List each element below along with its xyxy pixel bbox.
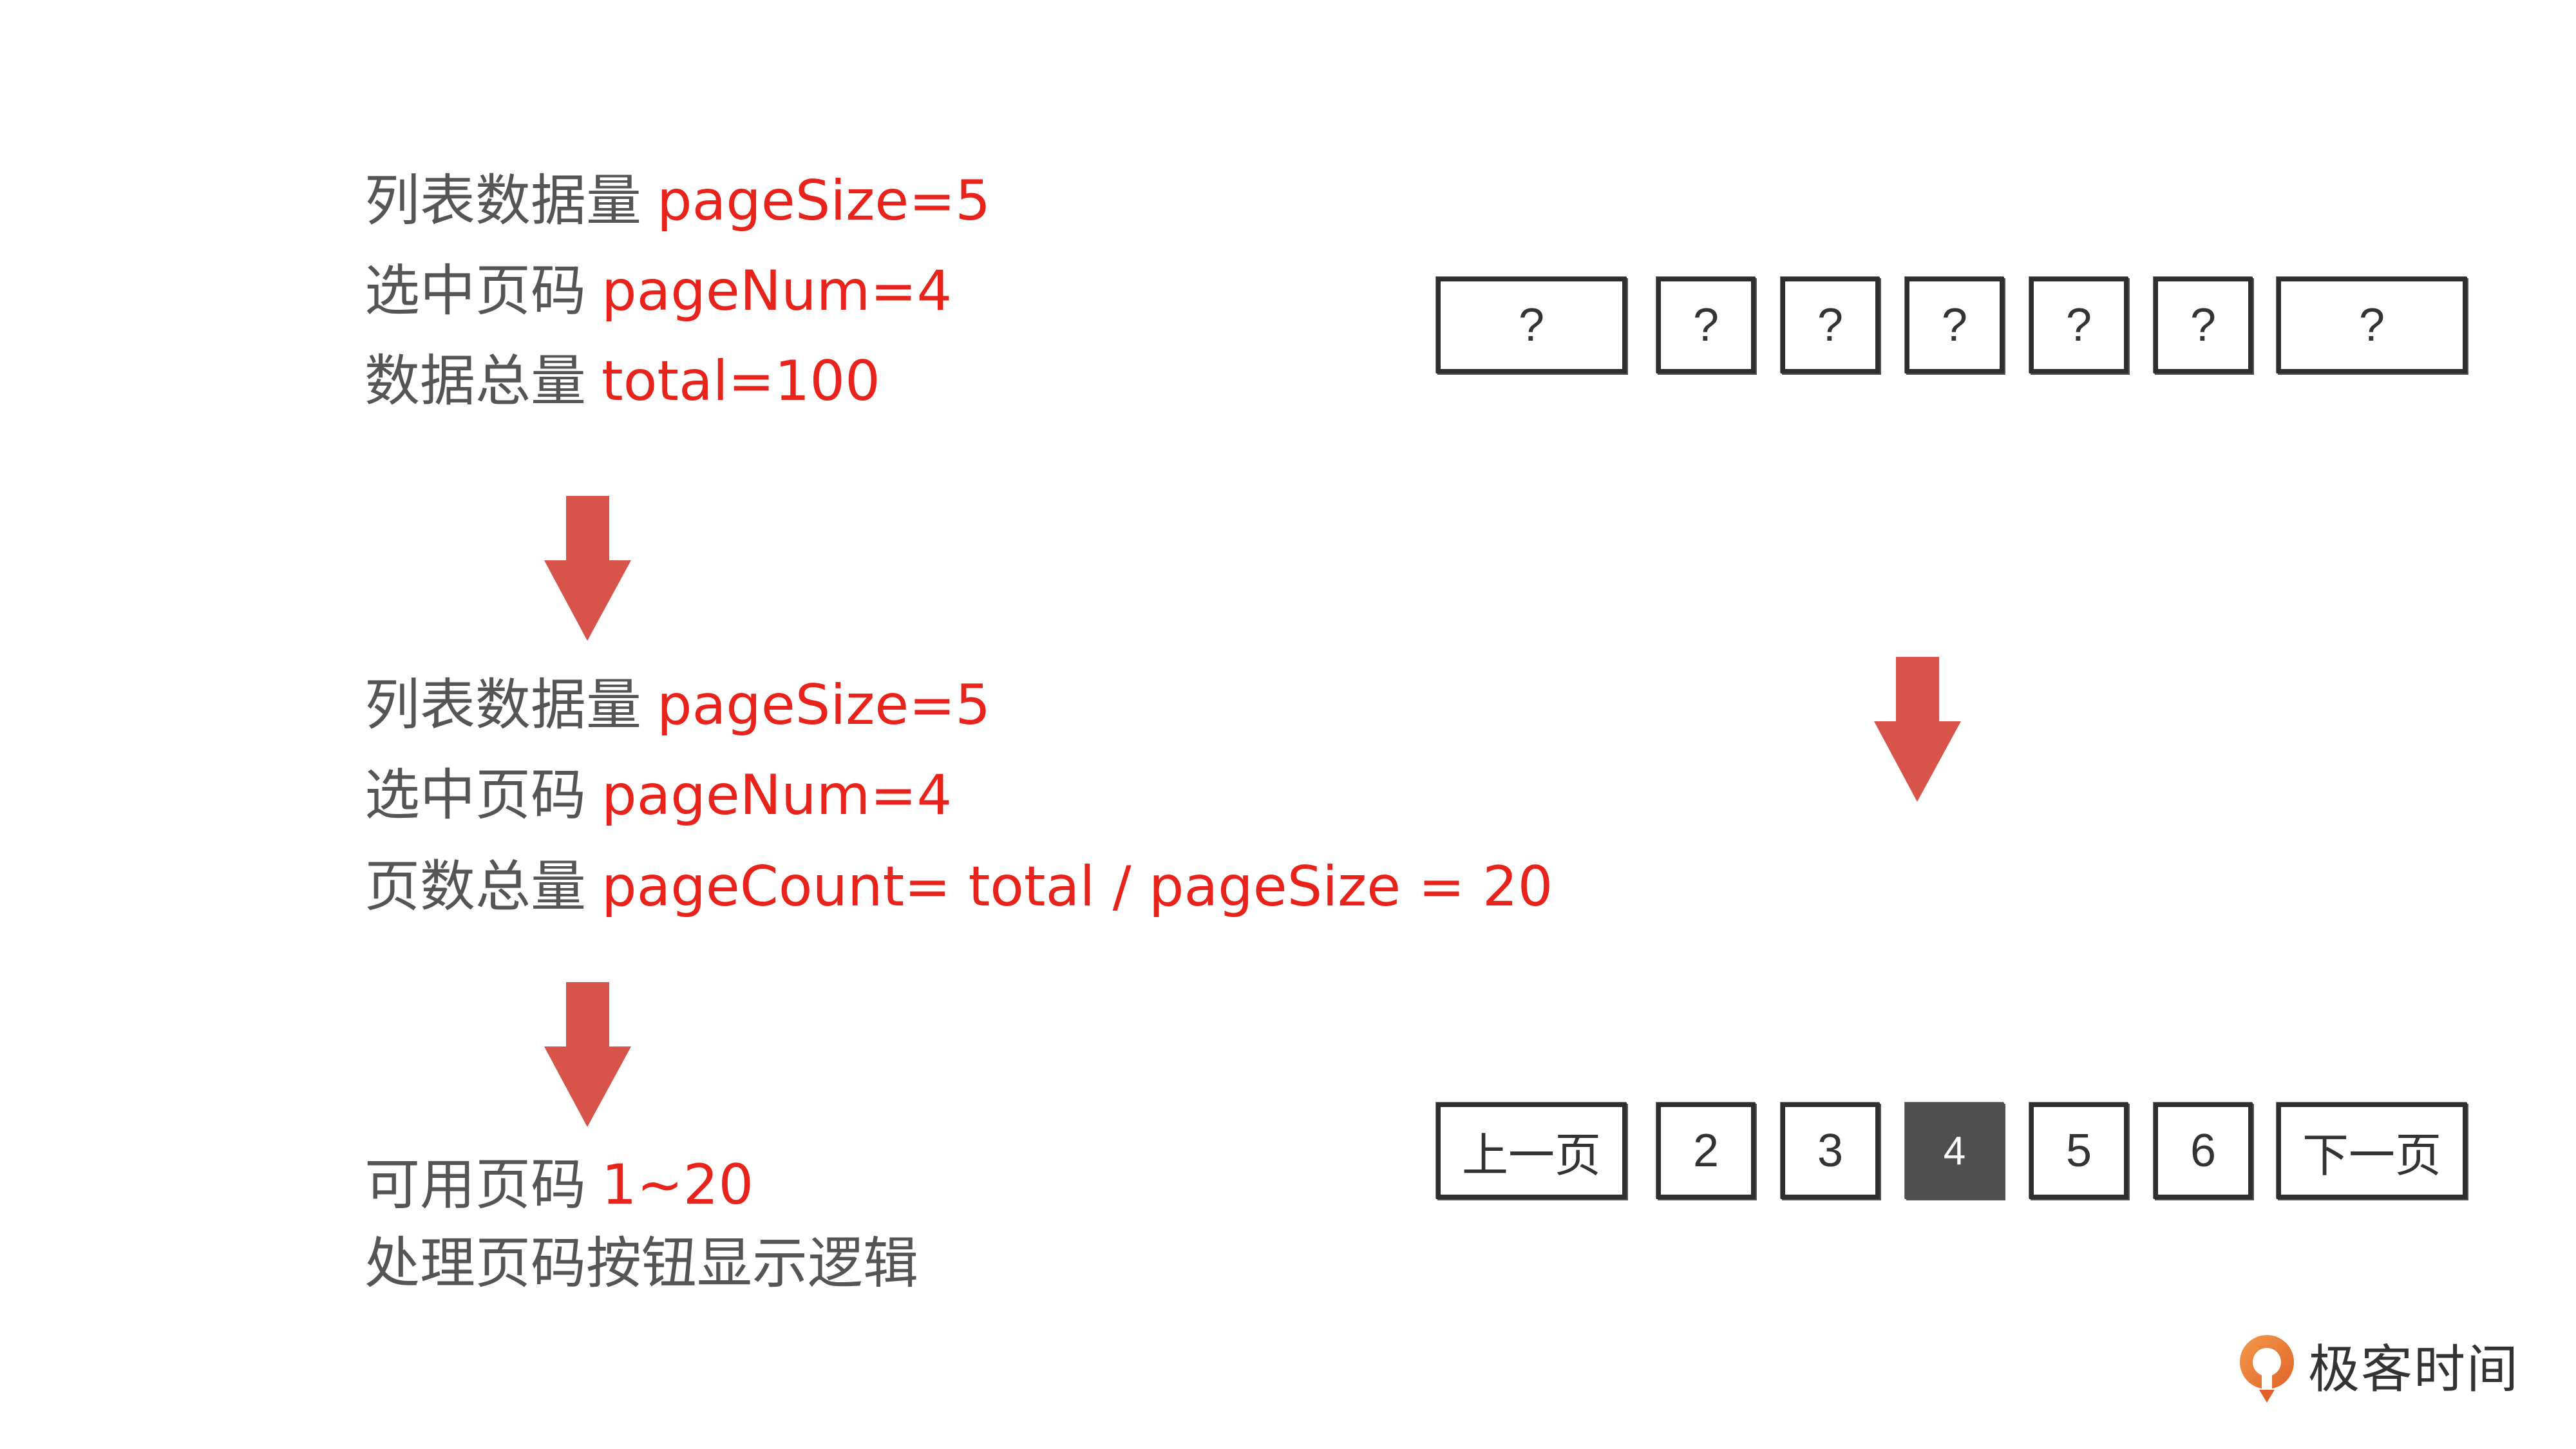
down-arrow-icon (1874, 657, 1961, 802)
block3-logic-label: 处理页码按钮显示逻辑 (365, 1231, 918, 1296)
pager-resolved: 上一页 2 3 4 5 6 下一页 (1430, 1103, 2473, 1206)
block2-pagesize-value: pageSize=5 (657, 673, 991, 737)
brand-logo-text: 极客时间 (2308, 1340, 2519, 1399)
page-button-5[interactable]: 5 (2029, 1103, 2128, 1199)
block1-pagenum-label: 选中页码 (365, 259, 586, 323)
down-arrow-icon (544, 982, 631, 1127)
down-arrow-icon (544, 496, 631, 641)
block1-total-label: 数据总量 (365, 349, 586, 413)
pager-unknown-prev-button[interactable]: ? (1436, 277, 1627, 374)
block1-pagesize-label: 列表数据量 (365, 169, 641, 233)
page-button-3[interactable]: 3 (1781, 1103, 1880, 1199)
prev-page-button[interactable]: 上一页 (1436, 1103, 1627, 1199)
block1-pagenum-value: pageNum=4 (601, 259, 952, 323)
pager-unknown-page-button[interactable]: ? (1656, 277, 1756, 374)
block3-available-label: 可用页码 (365, 1153, 586, 1217)
block2-pagenum-value: pageNum=4 (601, 763, 952, 828)
block1-pagesize-value: pageSize=5 (657, 169, 991, 233)
block2-pagecount-value: pageCount= total / pageSize = 20 (601, 855, 1553, 919)
geektime-logo-icon (2240, 1335, 2294, 1403)
pager-unknown-next-button[interactable]: ? (2277, 277, 2467, 374)
block2-pagesize-label: 列表数据量 (365, 673, 641, 737)
page-button-2[interactable]: 2 (1656, 1103, 1756, 1199)
block3-logic-line: 处理页码按钮显示逻辑 (365, 1231, 918, 1296)
next-page-button[interactable]: 下一页 (2277, 1103, 2467, 1199)
block3-available-value: 1~20 (601, 1153, 754, 1217)
block2-pagecount-label: 页数总量 (365, 855, 586, 919)
block2-pagenum-label: 选中页码 (365, 763, 586, 828)
block1-total-value: total=100 (601, 349, 880, 413)
pager-unknown-page-button[interactable]: ? (2154, 277, 2253, 374)
pager-unknown-page-button[interactable]: ? (2029, 277, 2128, 374)
page-button-6[interactable]: 6 (2154, 1103, 2253, 1199)
pager-unknown-page-button[interactable]: ? (1781, 277, 1880, 374)
pager-unknown-page-button[interactable]: ? (1905, 277, 2004, 374)
brand-logo: 极客时间 (2235, 1327, 2519, 1404)
pager-unknown: ? ? ? ? ? ? ? (1430, 277, 2473, 380)
page-button-4-active[interactable]: 4 (1905, 1103, 2004, 1199)
